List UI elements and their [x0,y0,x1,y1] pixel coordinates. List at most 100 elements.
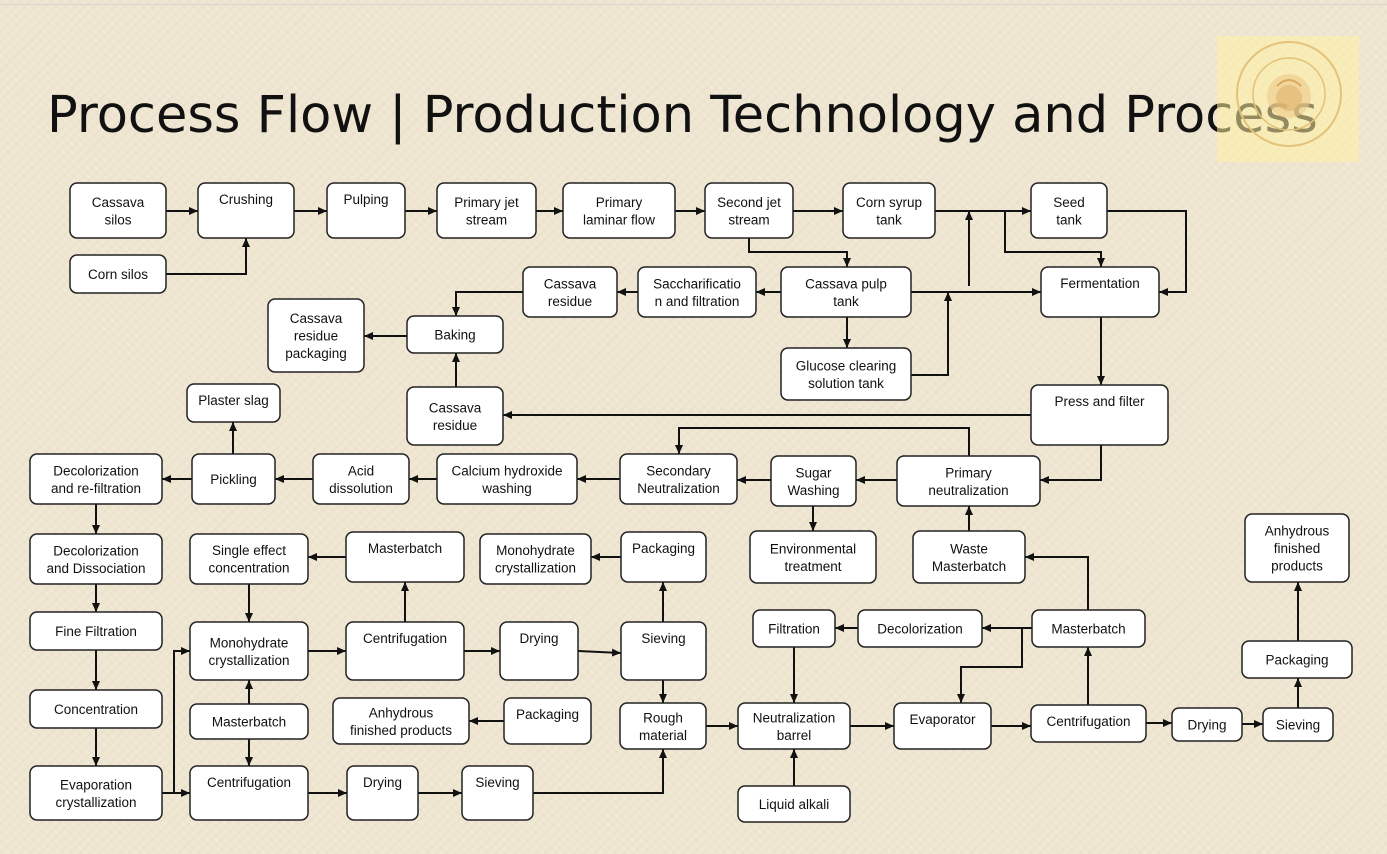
process-step-centrif-r: Centrifugation [1030,704,1147,743]
step-label: Fine Filtration [55,624,137,639]
flow-arrow [1107,210,1187,296]
process-step-liquid-alkali: Liquid alkali [737,785,851,823]
step-box [637,266,757,318]
process-step-evaporator: Evaporator [893,702,992,750]
step-label: Plaster slag [198,393,269,408]
process-step-packaging-a: Packaging [620,531,707,583]
step-box [29,533,163,585]
step-box [69,182,167,239]
flow-arrow [911,292,952,376]
process-step-drying-a: Drying [499,621,579,681]
process-step-fermentation: Fermentation [1040,266,1160,318]
step-box [69,254,167,294]
step-box [704,182,794,239]
step-box [332,697,470,745]
step-box [1241,640,1353,679]
flow-arrow [1004,211,1105,267]
step-label: Pickling [210,472,257,487]
step-box [436,453,578,505]
step-label: Crushing [219,192,273,207]
step-box [461,765,534,821]
step-label: Drying [519,631,558,646]
step-box [857,609,983,648]
process-step-packaging-r: Packaging [1241,640,1353,679]
step-box [186,383,281,423]
step-box [620,621,707,681]
process-step-pulping: Pulping [326,182,406,239]
step-box [503,697,592,745]
step-box [1030,384,1169,446]
process-step-fine-filtration: Fine Filtration [29,611,163,651]
process-step-baking: Baking [406,315,504,354]
flow-arrow [1040,445,1102,484]
step-box [197,182,295,239]
process-step-masterbatch-a: Masterbatch [345,531,465,583]
process-step-centrif-b: Centrifugation [189,765,309,821]
process-step-packaging-b: Packaging [503,697,592,745]
step-box [1171,707,1243,742]
step-label: Sieving [1276,718,1320,733]
step-box [896,455,1041,507]
flow-arrow [452,291,523,316]
step-box [345,621,465,681]
step-box [1040,266,1160,318]
slide-title: Process Flow | Production Technology and… [47,86,1318,145]
step-box [752,609,836,648]
step-label: Concentration [54,702,138,717]
flow-arrow [577,648,622,657]
process-step-press-filter: Press and filter [1030,384,1169,446]
process-step-centrif-a: Centrifugation [345,621,465,681]
process-step-filtration: Filtration [752,609,836,648]
step-label: Packaging [1265,653,1328,668]
step-box [737,785,851,823]
process-step-crushing: Crushing [197,182,295,239]
step-box [312,453,410,505]
process-step-drying-b: Drying [346,765,419,821]
process-step-sieving-r: Sieving [1262,707,1334,742]
step-box [780,266,912,318]
step-box [189,765,309,821]
process-step-sieving-a: Sieving [620,621,707,681]
flow-arrow [957,628,1023,703]
step-label: Packaging [632,541,695,556]
flow-arrow [533,749,667,794]
step-label: Sieving [475,775,519,790]
step-label: Masterbatch [368,541,442,556]
step-label: Filtration [768,622,820,637]
step-box [345,531,465,583]
step-box [29,689,163,729]
step-box [620,531,707,583]
step-box [406,386,504,446]
step-box [1031,609,1146,648]
